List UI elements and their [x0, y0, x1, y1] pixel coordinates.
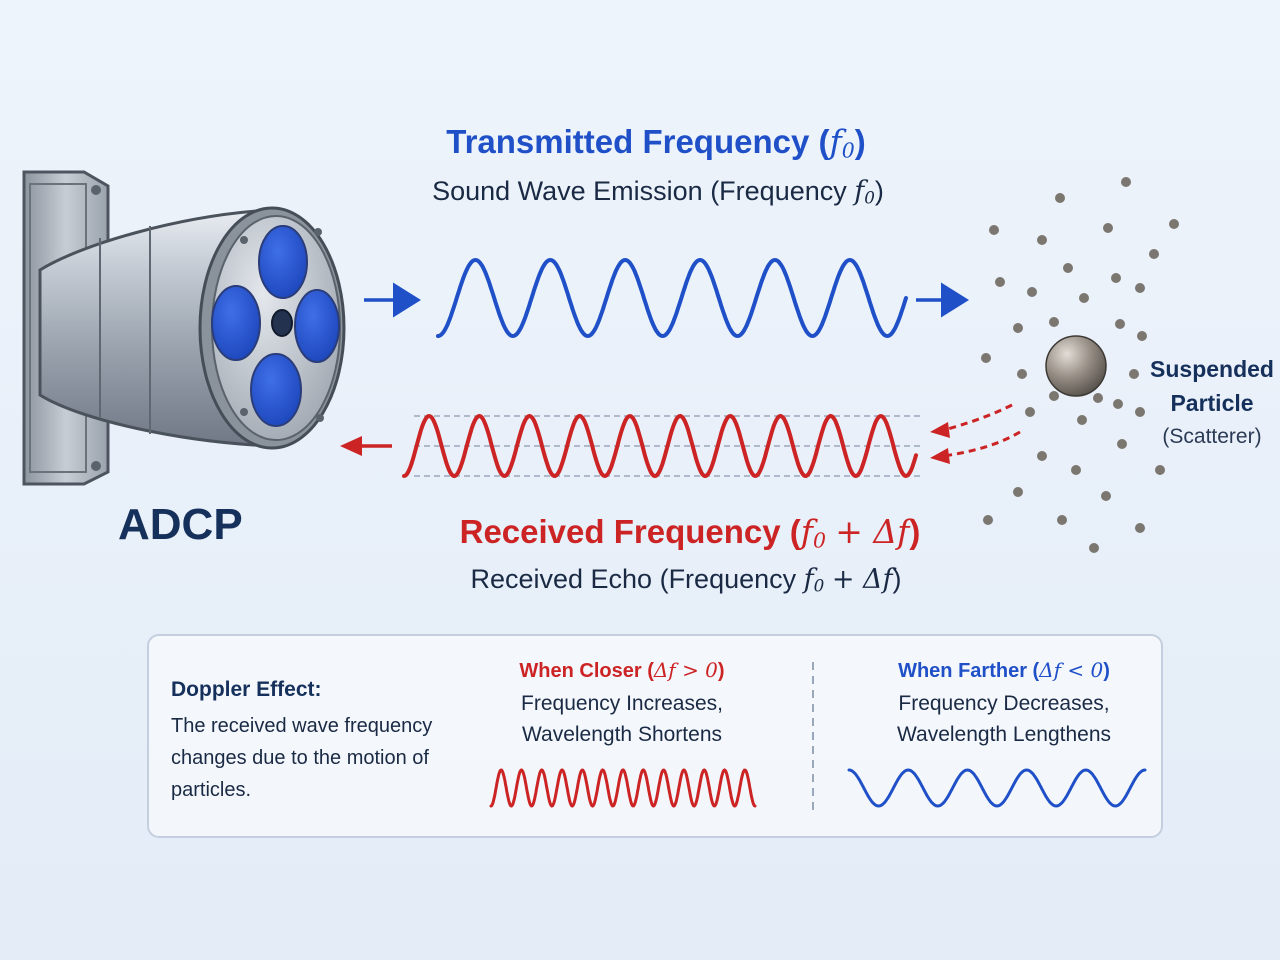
adcp-device [22, 170, 346, 486]
particle-dot [1135, 523, 1145, 533]
particle-dot [1101, 491, 1111, 501]
particle-dot [1049, 317, 1059, 327]
farther-line2: Wavelength Lengthens [896, 723, 1112, 746]
center-sensor [271, 309, 293, 337]
particle-dot [1055, 193, 1065, 203]
echo-arrows [930, 403, 1021, 464]
particle-dot [1013, 487, 1023, 497]
transducer-lens-top [258, 225, 308, 299]
particle-dot [1115, 319, 1125, 329]
transducer-lens-right [294, 289, 340, 363]
particle-dot [1121, 177, 1131, 187]
particle-dot [1079, 293, 1089, 303]
received-frequency-subtitle: Received Echo (Frequency f0 + Δf) [470, 564, 902, 596]
doppler-description: The received wave frequency changes due … [171, 715, 433, 801]
transmitted-frequency-subtitle: Sound Wave Emission (Frequency f0) [432, 176, 884, 208]
particle-dot [983, 515, 993, 525]
adcp-label: ADCP [118, 500, 243, 549]
particle-dot [1093, 393, 1103, 403]
particle-dot [1017, 369, 1027, 379]
closer-line1: Frequency Increases, [521, 692, 723, 715]
arrow-to-adcp [340, 436, 392, 456]
particle-dot [989, 225, 999, 235]
particle-dot [1027, 287, 1037, 297]
particle-dot [1037, 451, 1047, 461]
particle-dot [1063, 263, 1073, 273]
transmitted-wave [436, 257, 908, 339]
particle-dot [1103, 223, 1113, 233]
particle-dot [1129, 369, 1139, 379]
farther-wave [847, 768, 1147, 808]
particle-label: Suspended Particle (Scatterer) [1150, 356, 1274, 448]
particle-dot [981, 353, 991, 363]
particle-dot [1113, 399, 1123, 409]
transducer-lens-bottom [250, 353, 302, 427]
particle-dot [1111, 273, 1121, 283]
closer-line2: Wavelength Shortens [521, 723, 723, 746]
particle-dot [1137, 331, 1147, 341]
suspended-particle [1045, 335, 1107, 397]
particle-dot [1049, 391, 1059, 401]
particle-dot [1077, 415, 1087, 425]
particle-dot [1025, 407, 1035, 417]
transducer-lens-left [211, 285, 261, 361]
particle-dot [1149, 249, 1159, 259]
received-wave [402, 413, 918, 479]
particle-dot [1135, 407, 1145, 417]
particle-dot [1155, 465, 1165, 475]
particle-dot [1071, 465, 1081, 475]
particle-dot [1135, 283, 1145, 293]
closer-wave [489, 768, 757, 808]
particle-dot [1037, 235, 1047, 245]
farther-line1: Frequency Decreases, [898, 692, 1110, 715]
doppler-info-box: Doppler Effect: The received wave freque… [147, 634, 1163, 838]
farther-title: When Farther (Δf < 0) [898, 658, 1110, 682]
particle-dot [1169, 219, 1179, 229]
received-frequency-title: Received Frequency (f0 + Δf) [459, 512, 921, 553]
closer-title: When Closer (Δf > 0) [519, 658, 725, 682]
particle-dot [1089, 543, 1099, 553]
transmitted-frequency-title: Transmitted Frequency (f0) [446, 122, 866, 163]
particle-dot [1013, 323, 1023, 333]
particle-dot [1057, 515, 1067, 525]
mini-waves [489, 662, 1147, 814]
particle-dot [1117, 439, 1127, 449]
particle-dot [995, 277, 1005, 287]
doppler-heading: Doppler Effect: [171, 678, 322, 701]
particle-cloud [981, 177, 1179, 553]
